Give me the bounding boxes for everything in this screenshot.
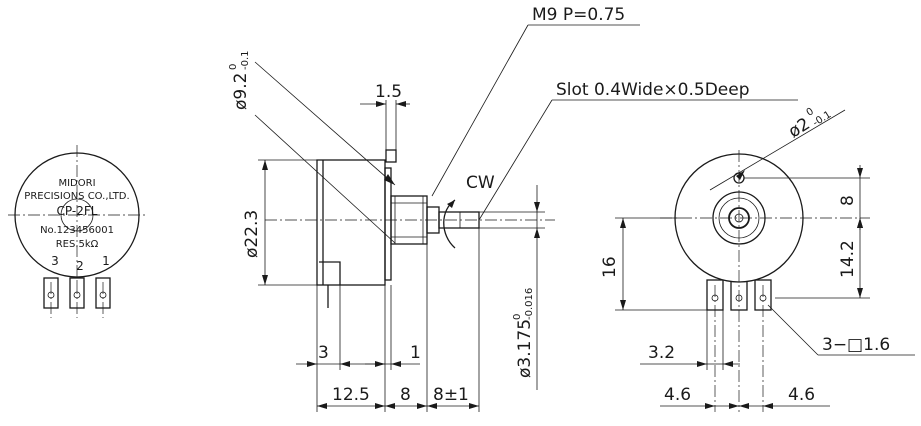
- dia-body: ø22.3: [242, 210, 262, 258]
- front-model-text: CP-2FL: [57, 204, 98, 218]
- dia-hole-tol-upper: 0: [805, 106, 816, 119]
- terminal-note: 3−□1.6: [822, 335, 890, 355]
- side-view: CW M9 P=0.75 Slot 0.4Wide×0.5Deep ø9.2 0…: [228, 5, 798, 412]
- cw-arrow: [443, 199, 456, 249]
- rear-dim-14-2: 14.2: [838, 240, 858, 278]
- front-view: MIDORI PRECISIONS CO.,LTD. CP-2FL No.123…: [8, 145, 146, 318]
- dim-8: 8: [400, 385, 411, 405]
- side-body: [316, 159, 386, 286]
- dia-shaft-main: ø3.175: [515, 319, 535, 378]
- rear-dim-3-2: 3.2: [648, 343, 675, 363]
- front-pin1-text: 1: [102, 254, 110, 268]
- cw-label: CW: [466, 173, 495, 193]
- front-serial-text: No.123456001: [40, 225, 114, 236]
- dia-bushing-tol-lower: -0.1: [240, 50, 251, 70]
- front-pin3-text: 3: [51, 254, 59, 268]
- dim-8pm1: 8±1: [433, 385, 469, 405]
- front-pin2-text: 2: [76, 259, 84, 273]
- dia-shaft-tol-lower: -0.016: [524, 288, 535, 320]
- rear-dim-16: 16: [600, 256, 620, 278]
- dim-1-5: 1.5: [375, 82, 402, 102]
- dia-bushing-tol-upper: 0: [228, 64, 239, 70]
- front-resistance-text: RES.5kΩ: [56, 239, 99, 250]
- rear-terminals: [706, 279, 772, 311]
- dia-bushing-main: ø9.2: [231, 73, 251, 110]
- front-company-text: PRECISIONS CO.,LTD.: [24, 191, 129, 202]
- rear-view: ø2 0 -0.1 8 14.2 16: [600, 106, 915, 412]
- rear-dim-4-6-left: 4.6: [664, 385, 691, 405]
- slot-note: Slot 0.4Wide×0.5Deep: [556, 80, 750, 100]
- front-brand-text: MIDORI: [58, 178, 95, 189]
- rear-dim-4-6-right: 4.6: [788, 385, 815, 405]
- dim-12-5: 12.5: [332, 385, 370, 405]
- thread-note: M9 P=0.75: [532, 5, 625, 25]
- dia-hole-tol-lower: -0.1: [811, 109, 833, 129]
- front-terminals: [43, 277, 111, 318]
- dia-shaft-tol-upper: 0: [512, 314, 523, 320]
- dim-1: 1: [410, 343, 421, 363]
- rear-dim-8: 8: [838, 195, 858, 206]
- dim-3: 3: [318, 343, 329, 363]
